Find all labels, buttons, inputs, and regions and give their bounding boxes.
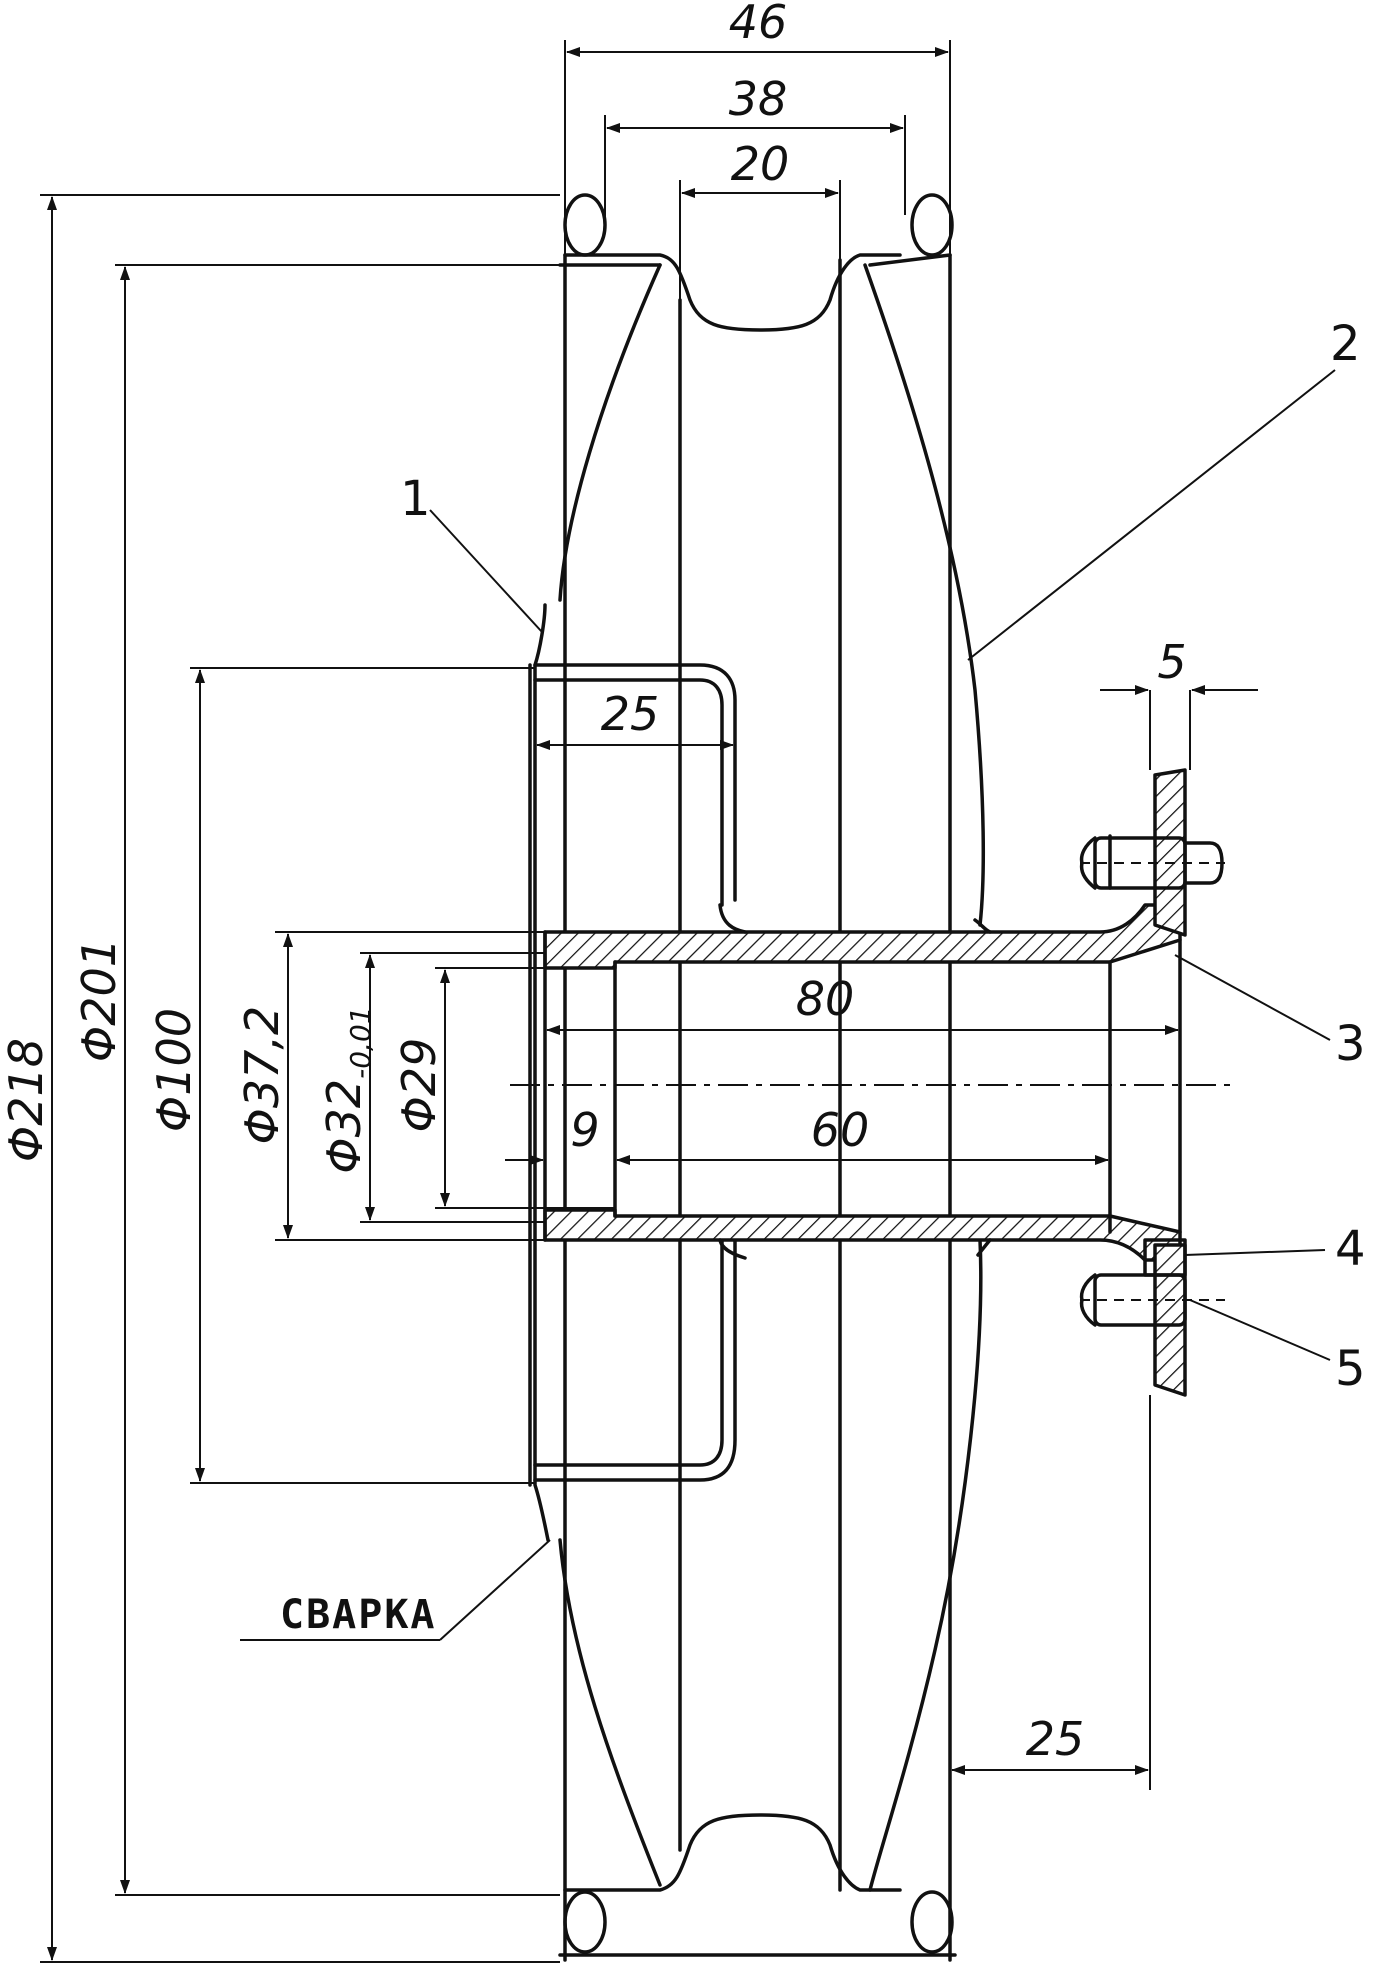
dimension-lines: [40, 40, 1258, 1963]
dim-length-60: 60: [811, 1103, 870, 1157]
sprocket-flange: [1079, 768, 1225, 1397]
dim-diameter-37-2: Φ37,2: [235, 1006, 289, 1145]
hub-cup: [528, 603, 737, 1542]
dim-width-20: 20: [731, 137, 790, 191]
dim-width-38: 38: [729, 72, 788, 126]
weld-note: СВАРКА: [280, 1592, 437, 1638]
axle-tube: [543, 903, 1182, 1262]
dim-diameter-100: Φ100: [147, 1008, 201, 1132]
dim-width-46: 46: [729, 0, 788, 49]
callout-leaders: [240, 369, 1336, 1641]
callout-5: 5: [1335, 1341, 1366, 1397]
dim-cup-width-25: 25: [601, 687, 660, 741]
callout-1: 1: [400, 471, 431, 527]
wheel-rim: [558, 193, 986, 1962]
dim-diameter-29: Φ29: [392, 1038, 446, 1133]
dim-offset-25: 25: [1026, 1712, 1085, 1766]
callout-2: 2: [1330, 316, 1361, 372]
dim-length-9: 9: [570, 1103, 599, 1157]
dim-flange-5: 5: [1157, 635, 1186, 689]
dim-diameter-32: Φ32-0,01: [317, 1006, 377, 1173]
dim-length-80: 80: [796, 972, 855, 1026]
callout-3: 3: [1335, 1016, 1366, 1072]
dim-diameter-218: Φ218: [0, 1038, 53, 1162]
callout-4: 4: [1335, 1221, 1366, 1277]
dim-diameter-201: Φ201: [72, 938, 126, 1062]
